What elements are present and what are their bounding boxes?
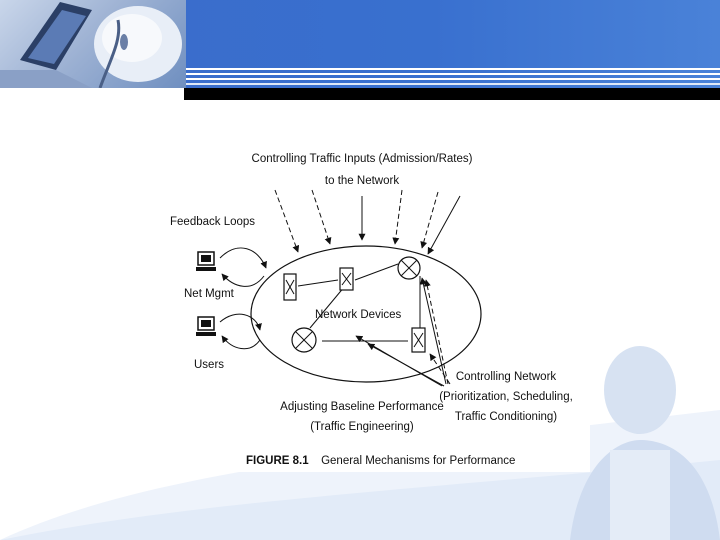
switch-icon — [339, 267, 354, 291]
adjusting-baseline-label: Adjusting Baseline Performance — [280, 401, 444, 413]
feedback-curve-2 — [221, 273, 265, 287]
control-arrow-dashed-2 — [429, 353, 451, 385]
control-arrow-2 — [367, 343, 445, 387]
router-icon — [291, 327, 317, 353]
link-c — [309, 285, 346, 329]
feedback-curve-4 — [221, 335, 261, 350]
header-underline-bar — [184, 88, 720, 100]
input-arrow-5 — [427, 195, 461, 255]
control-arrow-dashed-1 — [423, 279, 449, 385]
controlling-traffic-inputs-label: Controlling Traffic Inputs (Admission/Ra… — [252, 153, 473, 165]
users-computer-icon — [196, 316, 216, 336]
input-arrow-1 — [274, 189, 300, 253]
network-ellipse — [250, 245, 482, 383]
router-icon — [397, 256, 421, 280]
feedback-loops-label: Feedback Loops — [170, 216, 255, 228]
net-mgmt-computer-icon — [196, 251, 216, 271]
laptop-mouse-photo — [0, 0, 186, 88]
switch-icon — [283, 273, 297, 301]
controlling-network-detail-1: (Prioritization, Scheduling, — [439, 391, 573, 403]
header-banner — [0, 0, 720, 88]
figure-number: FIGURE 8.1 — [246, 455, 309, 467]
to-the-network-label: to the Network — [325, 175, 399, 187]
network-devices-label: Network Devices — [315, 309, 402, 321]
switch-icon — [411, 327, 426, 353]
figure-caption: FIGURE 8.1 General Mechanisms for Perfor… — [246, 451, 515, 468]
feedback-curve-1 — [219, 247, 267, 269]
link-a — [297, 279, 339, 287]
net-mgmt-label: Net Mgmt — [184, 288, 235, 300]
background-person-image — [570, 346, 720, 540]
control-arrow-3 — [419, 277, 447, 385]
controlling-network-detail-2: Traffic Conditioning) — [455, 411, 557, 423]
controlling-network-label: Controlling Network — [456, 371, 557, 383]
performance-mechanisms-diagram: Controlling Traffic Inputs (Admission/Ra… — [170, 153, 573, 468]
link-b — [354, 263, 399, 281]
figure-panel — [140, 140, 590, 472]
input-arrow-2 — [311, 189, 332, 245]
traffic-engineering-label: (Traffic Engineering) — [310, 421, 414, 433]
feedback-curve-3 — [219, 313, 262, 331]
input-arrow-3 — [392, 189, 403, 245]
input-arrow-4 — [420, 191, 439, 249]
banner-stripes — [186, 66, 720, 88]
users-label: Users — [194, 359, 224, 371]
figure-title: General Mechanisms for Performance — [321, 455, 515, 467]
